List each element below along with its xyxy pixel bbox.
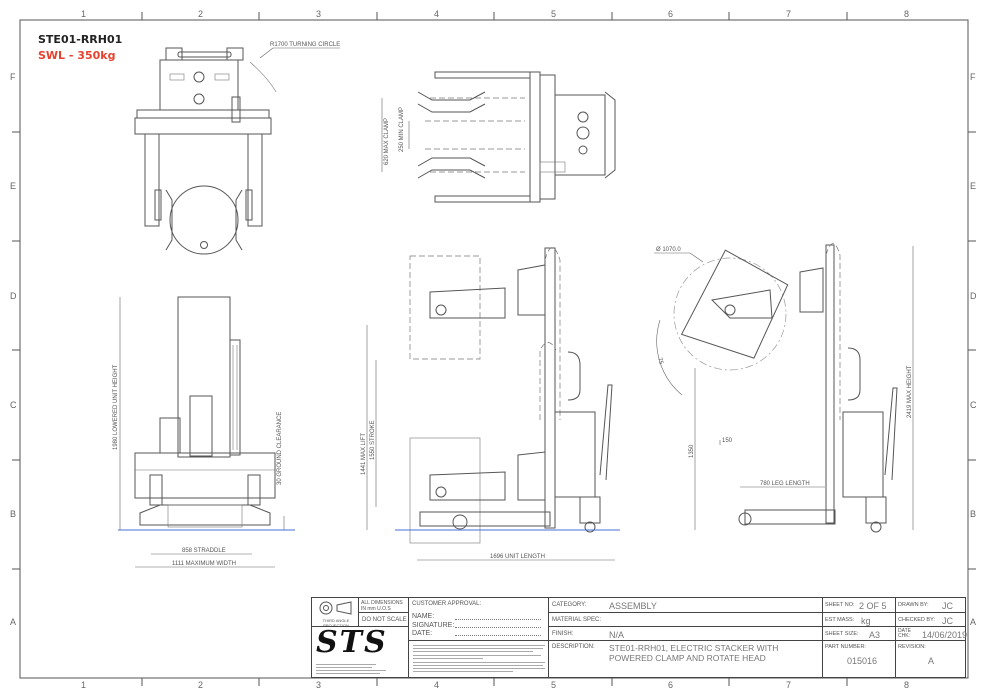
min-clamp-dim: 250 MIN CLAMP	[399, 107, 405, 152]
rotation-diameter-dim: Ø 1070.0	[656, 247, 681, 253]
max-clamp-dim: 620 MAX CLAMP	[384, 118, 390, 165]
leg-length-dim: 780 LEG LENGTH	[760, 481, 810, 487]
front-view: 1980 LOWERED UNIT HEIGHT 30 GROUND CLEAR…	[113, 296, 295, 568]
svg-text:1: 1	[81, 9, 86, 19]
ground-clearance-dim: 30 GROUND CLEARANCE	[277, 412, 283, 485]
part-number: 015016	[847, 656, 878, 666]
row-labels-right: F E D C B A	[970, 72, 977, 627]
svg-text:7: 7	[786, 680, 791, 690]
date-field[interactable]	[455, 635, 541, 636]
drawing-id: STE01-RRH01	[38, 33, 123, 46]
svg-text:C: C	[10, 400, 17, 410]
sts-logo: STS	[316, 625, 388, 660]
description-cell: DESCRIPTION: STE01-RRH01, ELECTRIC STACK…	[548, 640, 823, 678]
do-not-scale-note: DO NOT SCALE	[362, 617, 407, 623]
max-width-dim: 1111 MAXIMUM WIDTH	[172, 561, 236, 567]
svg-text:B: B	[10, 509, 16, 519]
sheet-number: 2 OF 5	[859, 601, 887, 611]
turning-circle-dim: R1700 TURNING CIRCLE	[270, 42, 340, 48]
svg-text:4: 4	[434, 9, 439, 19]
svg-text:D: D	[970, 291, 977, 301]
svg-text:2: 2	[198, 680, 203, 690]
safe-working-load: SWL - 350kg	[38, 49, 116, 62]
svg-text:C: C	[970, 400, 977, 410]
rotated-view: Ø 1070.0 75 150 1350 780 LEG LENGTH 2419…	[654, 243, 914, 533]
checked-by: JC	[942, 616, 953, 626]
row-labels-left: F E D C B A	[10, 72, 17, 627]
svg-text:6: 6	[668, 680, 673, 690]
svg-text:B: B	[970, 509, 976, 519]
svg-text:6: 6	[668, 9, 673, 19]
sheet-size: A3	[869, 630, 881, 640]
svg-text:5: 5	[551, 680, 556, 690]
svg-text:8: 8	[904, 680, 909, 690]
finish-cell: FINISH: N/A	[548, 626, 823, 641]
column-labels-top: 1 2 3 4 5 6 7 8	[81, 9, 909, 19]
straddle-dim: 858 STRADDLE	[182, 548, 226, 554]
zone-ticks	[12, 12, 976, 686]
unit-length-dim: 1696 UNIT LENGTH	[490, 554, 545, 560]
company-logo-cell: STS	[311, 625, 409, 678]
date-checked: 14/06/2019	[922, 630, 968, 640]
all-dimensions-note: ALL DIMENSIONS IN mm U.O.S	[361, 600, 403, 612]
category-cell: CATEGORY: ASSEMBLY	[548, 597, 823, 613]
svg-text:D: D	[10, 291, 17, 301]
svg-text:3: 3	[316, 9, 321, 19]
est-mass: kg	[861, 616, 871, 626]
svg-text:2: 2	[198, 9, 203, 19]
revision: A	[928, 656, 935, 666]
svg-text:A: A	[10, 617, 16, 627]
drum-icon	[169, 185, 239, 255]
height-1350-dim: 1350	[689, 444, 695, 458]
customer-approval-cell: CUSTOMER APPROVAL: NAME: SIGNATURE: DATE…	[408, 597, 549, 641]
lowered-height-dim: 1980 LOWERED UNIT HEIGHT	[113, 364, 119, 450]
svg-text:E: E	[10, 181, 16, 191]
svg-text:4: 4	[434, 680, 439, 690]
offset-dim: 150	[722, 438, 733, 444]
projection-cell: THIRD ANGLE PROJECTION	[311, 597, 359, 628]
notes-cell	[408, 640, 549, 678]
third-angle-projection-icon	[319, 601, 352, 615]
top-view: 620 MAX CLAMP 250 MIN CLAMP	[381, 71, 616, 203]
svg-text:F: F	[970, 72, 976, 82]
side-view: 1441 MAX LIFT 1550 STROKE 1696 UNIT LENG…	[361, 247, 620, 561]
angle-dim: 75	[656, 357, 664, 366]
name-field[interactable]	[455, 619, 541, 620]
svg-text:3: 3	[316, 680, 321, 690]
max-lift-dim: 1441 MAX LIFT	[361, 433, 367, 475]
stroke-dim: 1550 STROKE	[370, 420, 376, 460]
column-labels-bottom: 1 2 3 4 5 6 7 8	[81, 680, 909, 690]
plan-view: R1700 TURNING CIRCLE	[134, 42, 340, 255]
svg-text:5: 5	[551, 9, 556, 19]
max-height-dim: 2419 MAX HEIGHT	[907, 365, 913, 418]
drawn-by: JC	[942, 601, 953, 611]
svg-text:E: E	[970, 181, 976, 191]
material-cell: MATERIAL SPEC:	[548, 612, 823, 627]
svg-text:A: A	[970, 617, 976, 627]
svg-text:8: 8	[904, 9, 909, 19]
svg-text:F: F	[10, 72, 16, 82]
signature-field[interactable]	[455, 627, 541, 628]
svg-text:1: 1	[81, 680, 86, 690]
svg-text:7: 7	[786, 9, 791, 19]
